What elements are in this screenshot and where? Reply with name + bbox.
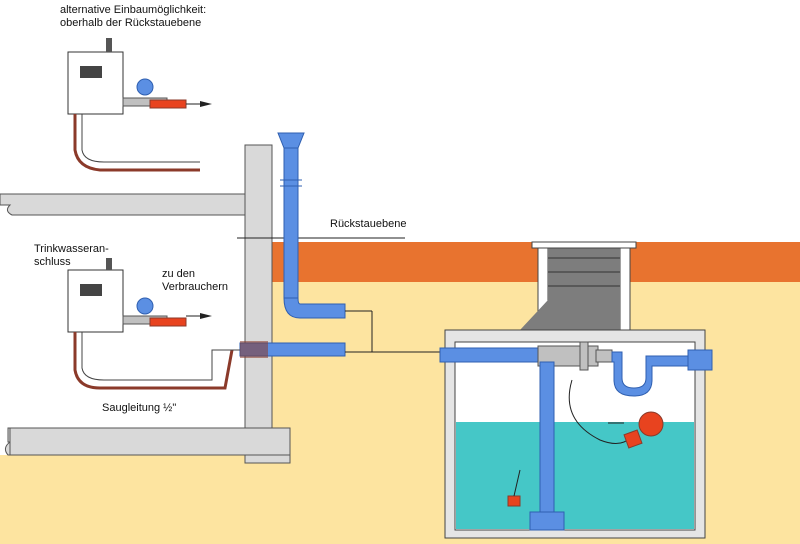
funnel <box>277 132 305 149</box>
valve-lower <box>149 317 187 327</box>
arrow-right-lower-icon <box>200 313 212 319</box>
upper-floor-slab <box>0 193 246 216</box>
building-wall <box>244 144 273 464</box>
pressure-gauge-lower-icon <box>136 297 154 315</box>
label-verbraucher-line1: zu den <box>162 268 196 280</box>
drain-elbow <box>283 297 346 319</box>
valve-upper <box>149 99 187 109</box>
arrow-right-icon <box>200 101 212 107</box>
label-trinkwasser-line2: schluss <box>34 256 71 268</box>
shaft-cone <box>520 300 620 330</box>
label-rueckstauebene: Rückstauebene <box>330 218 407 230</box>
basement-slab-main <box>9 427 291 456</box>
control-box-upper <box>67 51 124 115</box>
control-box-lower <box>67 269 124 333</box>
suction-riser <box>539 361 555 513</box>
shaft-right-wall <box>619 243 631 331</box>
label-alternative-line1: alternative Einbaumöglichkeit: <box>60 4 207 16</box>
pressure-gauge-icon <box>136 78 154 96</box>
soil-below-floor <box>0 455 290 544</box>
vertical-drain-pipe <box>283 147 299 299</box>
topsoil-layer <box>272 242 800 282</box>
float-switch-icon <box>638 411 664 437</box>
float-cable <box>568 379 631 444</box>
shaft-cover <box>531 241 637 249</box>
label-alternative-line2: oberhalb der Rückstauebene <box>60 17 202 29</box>
label-verbraucher-line2: Verbrauchern <box>162 281 229 293</box>
label-trinkwasser-line1: Trinkwasseran- <box>34 243 109 255</box>
tank-bottom-base <box>529 511 565 531</box>
suction-strainer <box>507 495 521 507</box>
tank-inlet-pipe <box>439 347 541 363</box>
tank-water <box>456 422 694 529</box>
label-saugleitung: Saugleitung ½" <box>102 402 177 414</box>
